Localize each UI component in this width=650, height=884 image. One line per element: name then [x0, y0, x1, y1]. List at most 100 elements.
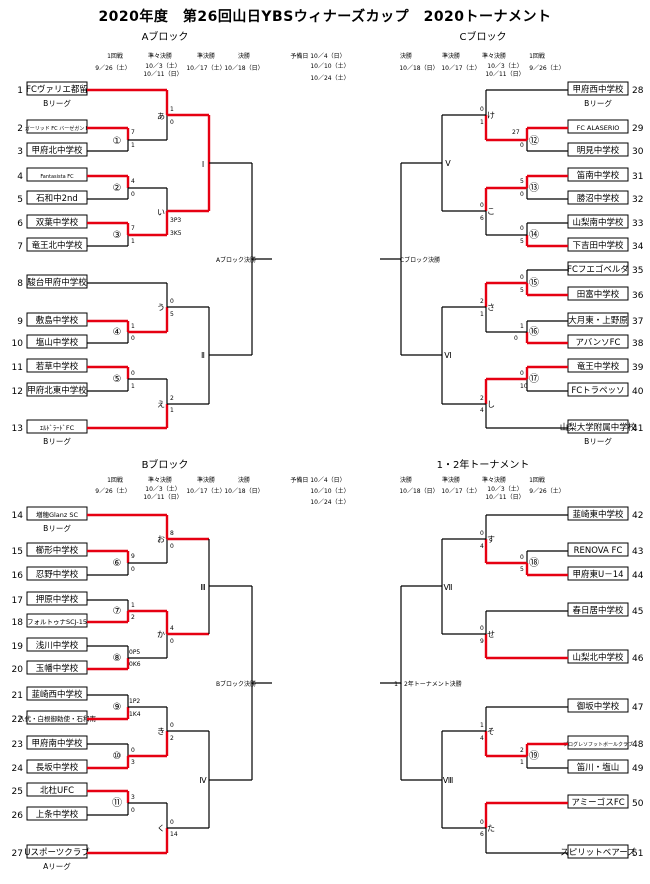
team-name: 下吉田中学校	[572, 240, 624, 251]
team-box	[26, 81, 88, 96]
round-date: 9／26（土）	[95, 64, 130, 72]
round-header: 準々決勝	[482, 476, 506, 484]
match-label: こ	[487, 207, 495, 216]
score: 3P3	[170, 217, 181, 224]
team-number: 14	[12, 511, 24, 521]
score: 1	[170, 106, 174, 113]
team-name: ガーリッド FC バーゼガント	[25, 125, 90, 132]
round-header: 準決勝	[197, 476, 215, 484]
score: 27	[512, 129, 520, 136]
team-box	[26, 710, 88, 725]
score: 0	[170, 819, 174, 826]
team-name: 北杜UFC	[40, 785, 74, 796]
match-label: お	[157, 535, 165, 544]
match-label: あ	[157, 112, 165, 121]
team-box	[26, 735, 88, 750]
team-box	[567, 334, 629, 349]
team-number: 43	[632, 547, 643, 557]
team-name: アバンソFC	[576, 338, 621, 348]
team-name: フォルトゥナSCJ-15	[27, 618, 87, 626]
score: 0	[520, 370, 524, 377]
team-number: 2	[17, 124, 23, 134]
round-date: 10／18（日）	[224, 488, 263, 495]
team-name: 上条中学校	[36, 809, 79, 820]
score: 1	[170, 407, 174, 414]
team-number: 1	[17, 86, 23, 96]
team-name: 八代・白根御勅使・石和南	[18, 714, 97, 723]
team-name: 双葉中学校	[36, 217, 79, 228]
team-box	[26, 214, 88, 229]
team-name: 甲府北東中学校	[27, 385, 87, 396]
match-label-roman: Ⅲ	[200, 583, 206, 592]
team-name: 竜王中学校	[577, 361, 620, 372]
score: 2	[480, 395, 484, 402]
team-number: 29	[632, 124, 644, 134]
round-date: 9／26（土）	[529, 64, 564, 72]
team-name: 浅川中学校	[36, 640, 79, 651]
block-c-final-label: Cブロック決勝	[400, 256, 440, 264]
round-date: 10／10（土）	[310, 62, 349, 70]
round-header: 決勝	[238, 476, 250, 484]
score: 0	[480, 202, 484, 209]
score: 1	[131, 383, 135, 390]
team-number: 40	[632, 387, 644, 397]
team-number: 32	[632, 195, 643, 205]
team-box	[567, 142, 629, 157]
team-box	[567, 286, 629, 301]
team-box	[26, 237, 88, 252]
score: 4	[131, 178, 135, 185]
score: 1	[480, 119, 484, 126]
team-box	[567, 119, 629, 134]
score: 0K6	[129, 661, 141, 668]
team-number: 4	[17, 172, 23, 182]
round-date: 10／18（日）	[224, 65, 263, 72]
team-box	[567, 649, 629, 664]
match-number: ①	[113, 136, 122, 147]
round-header: 予備日 10／4（日）	[290, 52, 345, 60]
team-name: アミーゴスFC	[571, 797, 624, 808]
score: 10	[520, 383, 528, 390]
team-name: 増穂Glanz SC	[36, 510, 79, 519]
team-number: 21	[12, 691, 23, 701]
team-box	[567, 506, 629, 521]
team-number: 18	[12, 618, 24, 628]
score: 0	[170, 638, 174, 645]
score: 0	[480, 530, 484, 537]
team-name: Uスポーツクラブ	[24, 847, 90, 858]
team-name: 春日居中学校	[572, 605, 624, 616]
round-date: 10／18（日）	[399, 65, 438, 72]
team-number: 3	[17, 147, 23, 157]
block-a-title: Aブロック	[142, 30, 189, 43]
round-date: 10／11（日）	[143, 494, 182, 501]
score: 0	[131, 370, 135, 377]
team-box	[26, 419, 88, 434]
round-header: 準々決勝	[148, 52, 172, 60]
match-label-roman: Ⅷ	[443, 776, 454, 785]
team-number: 16	[12, 571, 24, 581]
score: 0	[514, 335, 518, 342]
page-title: 2020年度 第26回山日YBSウィナーズカップ 2020トーナメント	[98, 9, 552, 25]
team-number: 38	[632, 339, 644, 349]
team-box	[567, 261, 629, 276]
score: 0	[170, 543, 174, 550]
match-label: け	[487, 111, 495, 120]
team-box	[26, 660, 88, 675]
round-date: 10／17（土）	[186, 64, 225, 72]
match-number: ⑤	[113, 374, 122, 385]
score: 5	[170, 311, 174, 318]
score: 0	[480, 819, 484, 826]
team-name: FC ALASERIO	[577, 124, 620, 132]
team-number: 35	[632, 266, 643, 276]
team-box	[26, 312, 88, 327]
match-label: か	[157, 630, 165, 639]
team-number: 34	[632, 242, 644, 252]
match-label: さ	[487, 303, 495, 312]
round-header: 予備日 10／4（日）	[290, 476, 345, 484]
team-box	[26, 686, 88, 701]
team-box	[567, 844, 629, 859]
score: 9	[131, 553, 135, 560]
score: 5	[520, 178, 524, 185]
team-box	[26, 613, 88, 628]
match-number: ⑰	[529, 373, 539, 385]
match-number: ⑮	[529, 277, 539, 289]
